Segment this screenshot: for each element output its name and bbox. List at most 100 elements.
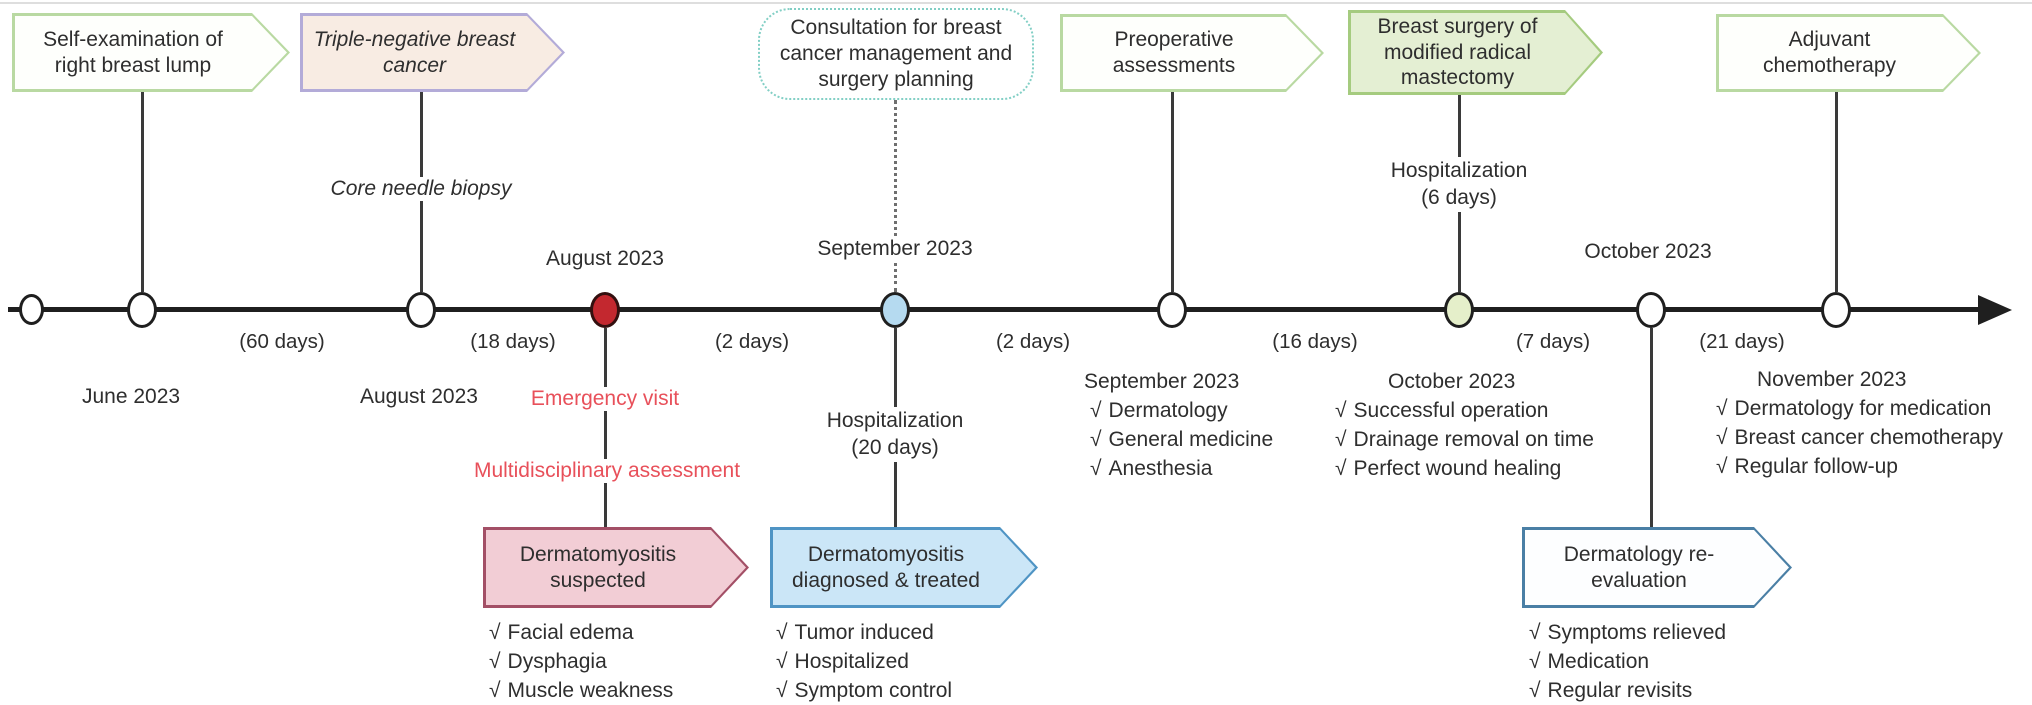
checklist-item: √Medication bbox=[1529, 650, 1726, 674]
timeline-node-surgery[interactable] bbox=[1444, 292, 1474, 328]
date-september-above: September 2023 bbox=[812, 237, 978, 261]
interval-7-days: (7 days) bbox=[1515, 330, 1591, 353]
checklist-item: √Tumor induced bbox=[776, 621, 952, 645]
checklist-derm-reeval: √Symptoms relieved√Medication√Regular re… bbox=[1529, 621, 1726, 703]
timeline-node-adjuvant[interactable] bbox=[1821, 292, 1851, 328]
check-icon: √ bbox=[1716, 455, 1728, 478]
checklist-item-label: Symptoms relieved bbox=[1547, 621, 1727, 644]
label-multidisciplinary-assessment: Multidisciplinary assessment bbox=[468, 459, 746, 483]
label-line: (6 days) bbox=[1421, 186, 1497, 210]
date-june-below: June 2023 bbox=[82, 385, 181, 408]
checklist-item: √ Anesthesia bbox=[1090, 457, 1273, 481]
banner-surgery-label: Breast surgery of modified radical maste… bbox=[1377, 15, 1538, 90]
checklist-item: √ Facial edema bbox=[489, 621, 673, 645]
checklist-item: √ Regular revisits bbox=[1529, 679, 1726, 703]
banner-consultation-label: Consultation for breast cancer managemen… bbox=[779, 15, 1013, 92]
date-august-above: August 2023 bbox=[541, 247, 669, 271]
checklist-item-label: Regular revisits bbox=[1547, 679, 1693, 702]
checklist-november: √ Dermatology for medication √ Breast cance… bbox=[1716, 397, 2003, 479]
timeline-node-preop[interactable] bbox=[1157, 292, 1187, 328]
checklist-item-label: General medicine bbox=[1108, 428, 1274, 451]
check-icon: √ bbox=[489, 650, 501, 673]
check-icon: √ bbox=[489, 679, 501, 702]
banner-shape-fill bbox=[486, 530, 746, 605]
checklist-item-label: Dermatology bbox=[1108, 399, 1228, 422]
date-october-above: October 2023 bbox=[1579, 240, 1717, 264]
banner-shape-fill bbox=[15, 16, 287, 89]
check-icon: √ bbox=[1529, 650, 1541, 673]
timeline-node-reeval[interactable] bbox=[1636, 292, 1666, 328]
connector-self-exam bbox=[141, 92, 144, 292]
label-emergency-visit: Emergency visit bbox=[525, 387, 685, 411]
checklist-item-label: Anesthesia bbox=[1108, 457, 1213, 480]
banner-shape-fill bbox=[773, 530, 1035, 605]
timeline-node-emergency[interactable] bbox=[590, 292, 620, 328]
label-hospitalization-6-days: Hospitalization (6 days) bbox=[1359, 157, 1559, 212]
interval-2-days-b: (2 days) bbox=[995, 330, 1071, 353]
banner-shape-fill bbox=[1525, 530, 1789, 605]
banner-dm-suspected-label: Dermatomyositis suspected bbox=[519, 542, 677, 592]
checklist-item: √Dermatology bbox=[1090, 399, 1273, 423]
checklist-item-label: Regular follow-up bbox=[1734, 455, 1898, 478]
checklist-item: √Dysphagia bbox=[489, 650, 673, 674]
connector-adjuvant bbox=[1835, 92, 1838, 292]
heading-september-2023: September 2023 bbox=[1084, 370, 1240, 393]
label-line: Hospitalization bbox=[826, 409, 964, 432]
checklist-september: √Dermatology √ General medicine √ Anesthesia bbox=[1090, 399, 1273, 481]
check-icon: √ bbox=[776, 679, 788, 702]
timeline-node-consultation[interactable] bbox=[880, 292, 910, 328]
check-icon: √ bbox=[1716, 397, 1728, 420]
checklist-item: √ Breast cancer chemotherapy bbox=[1716, 426, 2003, 450]
check-icon: √ bbox=[1529, 679, 1541, 702]
checklist-item: √ Symptom control bbox=[776, 679, 952, 703]
check-icon: √ bbox=[776, 650, 788, 673]
checklist-item: √ Regular follow-up bbox=[1716, 455, 2003, 479]
banner-preop: Preoperative assessments bbox=[1060, 14, 1324, 92]
checklist-item: √Drainage removal on time bbox=[1335, 428, 1594, 452]
label-line: (20 days) bbox=[851, 436, 939, 460]
timeline-node-tnbc[interactable] bbox=[406, 292, 436, 328]
checklist-item-label: Symptom control bbox=[794, 679, 953, 702]
banner-consultation: Consultation for breast cancer managemen… bbox=[758, 8, 1034, 100]
checklist-item-label: Muscle weakness bbox=[507, 679, 674, 702]
banner-self-exam: Self-examination of right breast lump bbox=[12, 13, 290, 92]
label-hospitalization-20-days: Hospitalization (20 days) bbox=[790, 407, 1000, 462]
timeline-node-self-exam[interactable] bbox=[127, 292, 157, 328]
check-icon: √ bbox=[1335, 399, 1347, 422]
banner-tnbc: Triple-negative breast cancer bbox=[300, 13, 565, 92]
connector-consultation-dotted bbox=[894, 100, 897, 292]
banner-self-exam-label: Self-examination of right breast lump bbox=[43, 27, 223, 77]
check-icon: √ bbox=[1335, 428, 1347, 451]
checklist-item: √ Dermatology for medication bbox=[1716, 397, 2003, 421]
checklist-item-label: Breast cancer chemotherapy bbox=[1734, 426, 2003, 449]
banner-dm-treated: Dermatomyositis diagnosed & treated bbox=[770, 527, 1038, 608]
checklist-item-label: Hospitalized bbox=[794, 650, 909, 673]
timeline-arrowhead-icon bbox=[1978, 295, 2012, 325]
checklist-october: √Successful operation√Drainage removal o… bbox=[1335, 399, 1594, 481]
checklist-item-label: Facial edema bbox=[507, 621, 634, 644]
interval-60-days: (60 days) bbox=[239, 330, 325, 353]
check-icon: √ bbox=[489, 621, 501, 644]
banner-shape-fill bbox=[303, 16, 562, 89]
banner-adjuvant: Adjuvant chemotherapy bbox=[1716, 14, 1981, 92]
checklist-item: √Perfect wound healing bbox=[1335, 457, 1594, 481]
date-august-below: August 2023 bbox=[360, 385, 478, 408]
check-icon: √ bbox=[1090, 457, 1102, 480]
banner-preop-label: Preoperative assessments bbox=[1112, 28, 1236, 77]
checklist-item-label: Perfect wound healing bbox=[1353, 457, 1562, 480]
timeline-node-start[interactable] bbox=[19, 294, 44, 325]
interval-16-days: (16 days) bbox=[1272, 330, 1358, 353]
interval-2-days-a: (2 days) bbox=[714, 330, 790, 353]
banner-tnbc-label: Triple-negative breast cancer bbox=[313, 27, 516, 77]
check-icon: √ bbox=[776, 621, 788, 644]
checklist-dm-treated: √Tumor induced√Hospitalized√Symptom cont… bbox=[776, 621, 952, 703]
banner-adjuvant-label: Adjuvant chemotherapy bbox=[1762, 28, 1897, 77]
banner-dm-suspected: Dermatomyositis suspected bbox=[483, 527, 749, 608]
timeline-axis bbox=[8, 307, 1984, 312]
checklist-item: √ Hospitalized bbox=[776, 650, 952, 674]
check-icon: √ bbox=[1716, 426, 1728, 449]
banner-derm-reeval-label: Dermatology re-evaluation bbox=[1563, 542, 1715, 592]
banner-surgery: Breast surgery of modified radical maste… bbox=[1348, 10, 1603, 95]
checklist-item-label: Dermatology for medication bbox=[1734, 397, 1992, 420]
